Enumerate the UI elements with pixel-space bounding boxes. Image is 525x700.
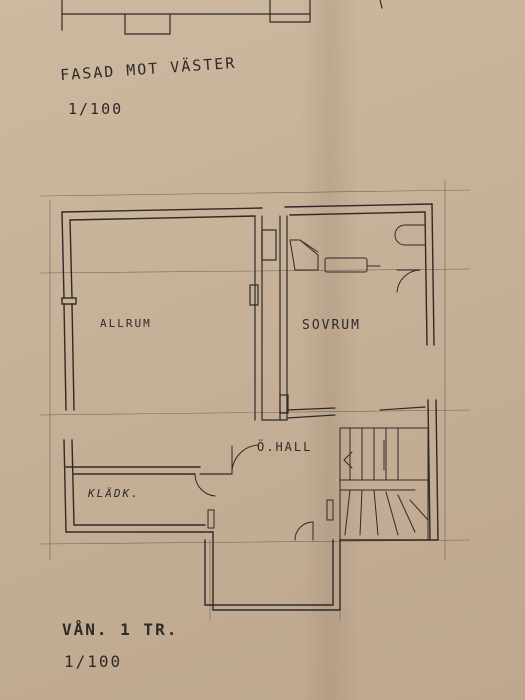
facade-scale: 1/100 (68, 100, 124, 118)
room-label-sovrum: SOVRUM (302, 318, 361, 333)
bathroom-fixtures (289, 224, 426, 273)
paper-fold (300, 0, 360, 700)
outer-walls (61, 203, 439, 611)
plan-scale: 1/100 (64, 652, 123, 671)
room-label-hall: Ö.HALL (257, 440, 313, 454)
plan-title: VÅN. 1 TR. (62, 620, 179, 639)
facade-sketch (61, 0, 383, 35)
doors (194, 269, 421, 541)
stair (339, 427, 429, 541)
room-label-kladk: KLÄDK. (88, 487, 140, 500)
room-label-allrum: ALLRUM (100, 317, 152, 330)
interior-walls (199, 215, 426, 475)
